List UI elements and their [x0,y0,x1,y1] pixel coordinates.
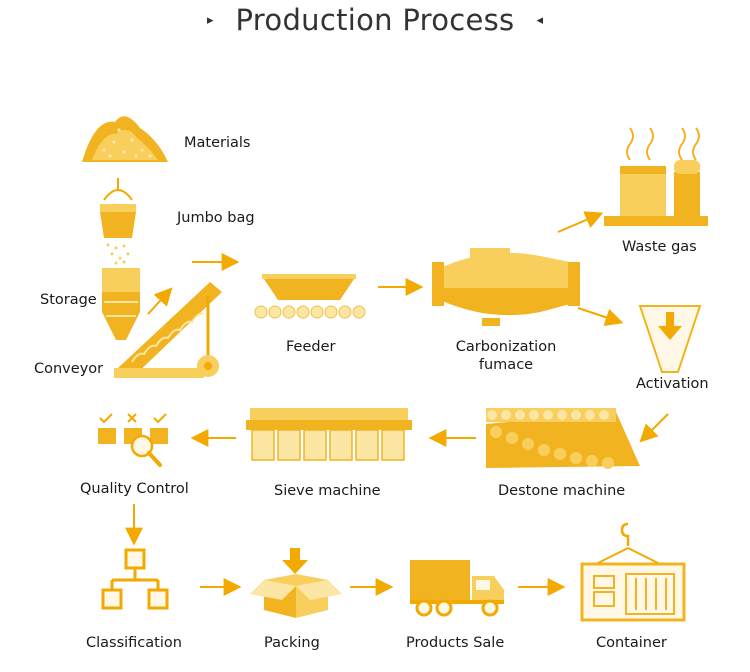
storage-silo-icon [102,268,140,340]
label-products-sale: Products Sale [406,635,505,651]
destone-machine-icon [486,408,640,469]
waste-gas-factory-icon [604,127,708,226]
label-carbonization-furnace: Carbonization fumace [446,338,566,374]
conveyor-icon [114,282,222,378]
flow-arrows [125,211,669,596]
quality-control-icon [98,413,168,467]
title-marker-left-icon: ▸ [207,12,214,28]
label-materials: Materials [184,135,251,151]
sieve-machine-icon [246,408,412,461]
arrow-furnace-to-activation [577,307,624,326]
page-title: Production Process [235,3,515,37]
container-icon [580,522,686,622]
label-sieve-machine: Sieve machine [274,483,381,499]
title-row: ▸ Production Process ◂ [0,0,750,40]
label-classification: Classification [86,635,182,651]
label-activation: Activation [636,376,709,392]
label-waste-gas: Waste gas [622,239,697,255]
label-destone-machine: Destone machine [498,483,626,499]
label-packing: Packing [264,635,320,651]
label-storage: Storage [40,292,97,308]
carbonization-furnace-icon [432,248,580,326]
packing-box-icon [250,548,342,618]
label-container: Container [596,635,667,651]
activation-funnel-icon [638,305,702,373]
label-jumbo-bag: Jumbo bag [177,210,255,226]
label-carbonization-line2: fumace [478,357,534,373]
truck-icon [410,560,504,617]
label-conveyor: Conveyor [34,361,104,377]
arrow-activation-to-destone [639,413,669,443]
arrow-furnace-to-waste-gas [557,211,604,233]
materials-pile-icon [82,116,168,162]
label-feeder: Feeder [286,339,336,355]
feeder-icon [254,274,366,319]
label-quality-control: Quality Control [80,481,189,497]
jumbo-bag-icon [100,178,136,265]
label-carbonization-line1: Carbonization [455,339,557,355]
title-marker-right-icon: ◂ [536,12,543,28]
classification-icon [101,548,169,610]
